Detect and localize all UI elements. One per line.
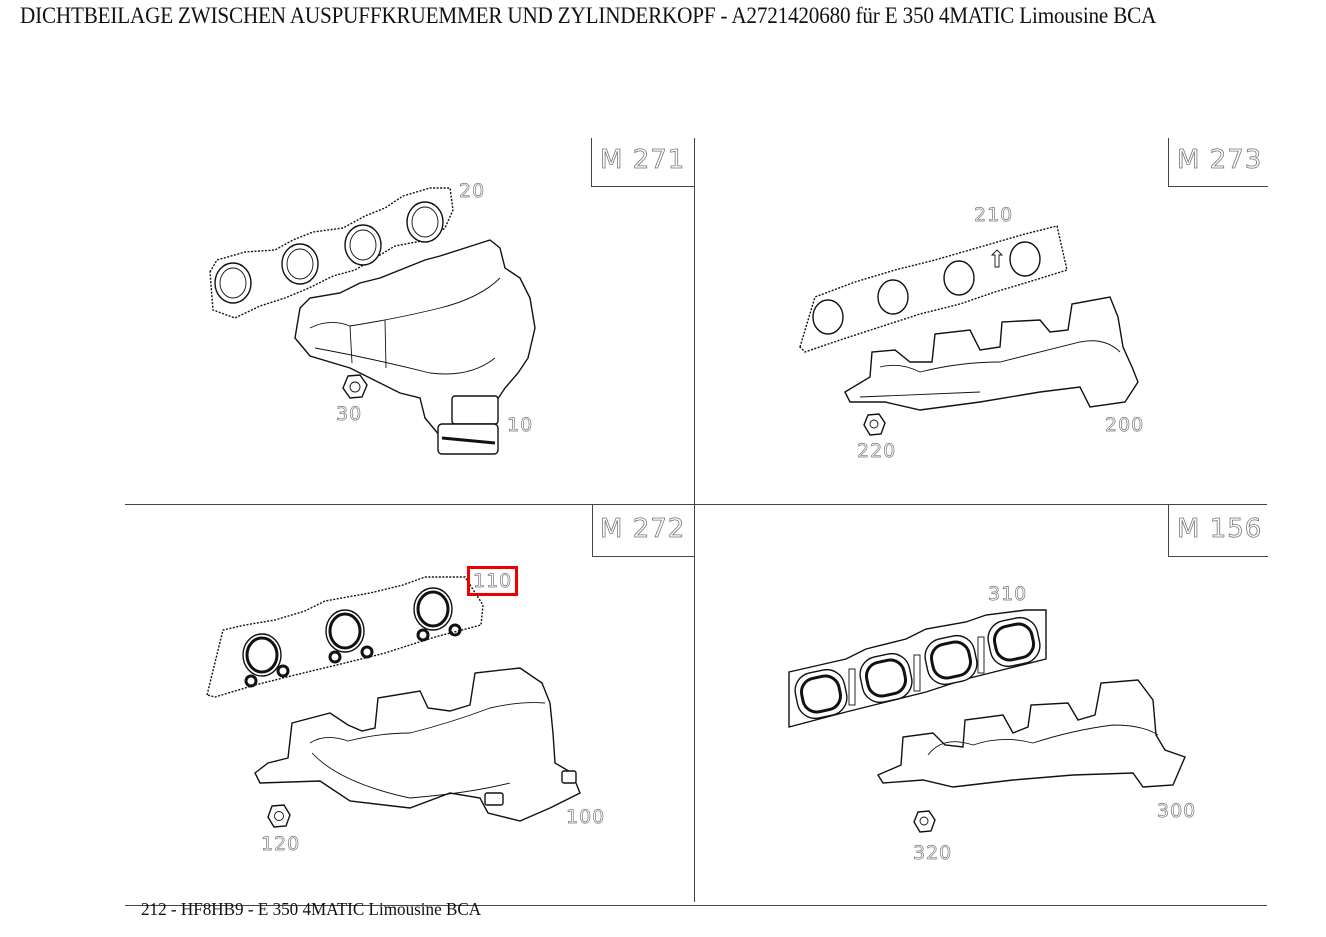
page-title: DICHTBEILAGE ZWISCHEN AUSPUFFKRUEMMER UN… — [20, 3, 1157, 28]
callout-210[interactable]: 210 — [974, 204, 1014, 227]
exhaust-manifold-drawing — [876, 679, 1186, 788]
engine-label: M 156 — [1177, 514, 1263, 545]
callout-310[interactable]: 310 — [988, 583, 1028, 606]
callout-120[interactable]: 120 — [261, 833, 301, 856]
engine-label-box — [591, 138, 695, 187]
panel-divider-horizontal — [125, 504, 1267, 505]
callout-20[interactable]: 20 — [459, 180, 486, 203]
callout-300[interactable]: 300 — [1157, 800, 1197, 823]
nut-drawing — [863, 413, 886, 436]
footer-rule — [125, 905, 1267, 906]
callout-320[interactable]: 320 — [913, 842, 953, 865]
gasket-drawing — [209, 187, 454, 319]
engine-label: M 271 — [600, 145, 686, 176]
exhaust-manifold-drawing — [294, 239, 536, 455]
callout-10[interactable]: 10 — [507, 414, 534, 437]
gasket-drawing — [799, 225, 1068, 353]
engine-label: M 273 — [1177, 145, 1263, 176]
gasket-drawing — [788, 609, 1047, 728]
engine-label: M 272 — [600, 514, 686, 545]
exhaust-manifold-drawing — [844, 296, 1139, 411]
callout-100[interactable]: 100 — [566, 806, 606, 829]
callout-200[interactable]: 200 — [1105, 414, 1145, 437]
callout-30[interactable]: 30 — [336, 403, 363, 426]
engine-label-box — [1168, 138, 1268, 187]
exhaust-manifold-drawing — [254, 667, 581, 822]
callout-110-highlighted[interactable]: 110 — [467, 566, 519, 596]
nut-drawing — [913, 810, 936, 833]
callout-220[interactable]: 220 — [857, 440, 897, 463]
nut-drawing — [342, 374, 368, 399]
engine-label-box — [1168, 504, 1268, 557]
engine-label-box — [592, 504, 695, 557]
gasket-drawing — [206, 576, 484, 698]
nut-drawing — [267, 804, 291, 828]
footer-vehicle-info: 212 - HF8HB9 - E 350 4MATIC Limousine BC… — [141, 899, 482, 919]
panel-divider-vertical — [694, 138, 695, 902]
